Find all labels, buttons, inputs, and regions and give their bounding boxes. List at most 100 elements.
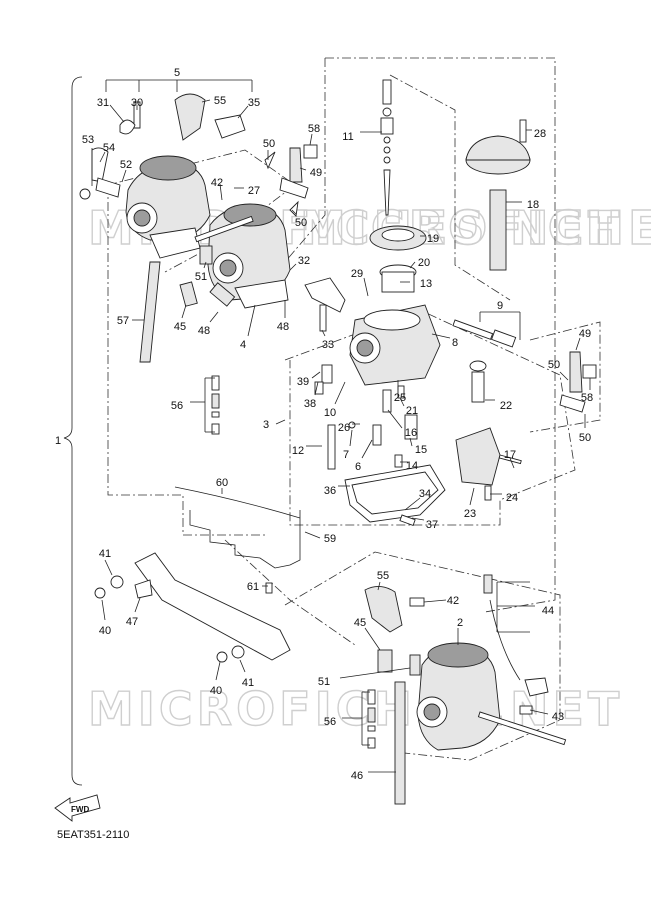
callout-number: 45: [174, 321, 186, 333]
callout-number: 49: [579, 328, 591, 340]
callout-number: 61: [247, 581, 259, 593]
spring: [199, 245, 213, 265]
carburetor-body-middle: [304, 277, 517, 386]
callout-number: 38: [304, 398, 316, 410]
vent-hose: [139, 261, 161, 363]
callout-number: 1: [55, 435, 61, 447]
emulsion-tube: [382, 389, 392, 413]
leader-line: [101, 599, 106, 621]
throttle-screw: [452, 319, 494, 340]
watermark-text: MICROFICHES.NET: [300, 201, 651, 255]
leader-line: [409, 261, 416, 269]
diagram-code: 5EAT351-2110: [57, 829, 129, 841]
leader-line: [239, 659, 246, 673]
callout-number: 56: [171, 400, 183, 412]
jet-holder: [321, 364, 333, 384]
leader-line: [134, 597, 141, 613]
leader-line: [339, 667, 411, 679]
callout-number: 2: [457, 617, 463, 629]
leader-line: [209, 311, 219, 323]
funnel-part: [174, 93, 206, 141]
callout-number: 48: [198, 325, 210, 337]
leader-line: [404, 497, 421, 511]
callout-number: 39: [297, 376, 309, 388]
callout-number: 11: [342, 131, 353, 143]
callout-number: 23: [464, 508, 476, 520]
screw: [519, 705, 533, 715]
carburetor-float-chamber: [234, 279, 289, 309]
o-ring: [289, 200, 299, 217]
leader-line: [201, 99, 211, 103]
callout-number: 12: [292, 445, 304, 457]
leader-line: [203, 261, 207, 269]
callout-number: 42: [211, 177, 223, 189]
carburetor-top-opening: [363, 309, 421, 331]
callout-number: 34: [419, 488, 431, 500]
cap: [469, 360, 487, 372]
leader-line: [304, 531, 321, 539]
callout-number: 7: [343, 449, 349, 461]
leader-line: [411, 517, 425, 521]
callout-number: 15: [415, 444, 427, 456]
leader-line: [361, 439, 373, 459]
callout-number: 30: [131, 97, 143, 109]
washer: [367, 725, 376, 732]
boundary-line: [107, 185, 265, 536]
screw-set-lower: [367, 689, 376, 749]
pilot-jet: [372, 424, 382, 446]
hose-sleeve: [179, 281, 198, 307]
watermark-layer: MICROFICHES.NET MICROFICHES.NET MICROFIC…: [87, 200, 651, 736]
callout-number: 18: [527, 199, 539, 211]
spring-short: [380, 117, 394, 135]
float: [455, 427, 501, 486]
callout-number: 59: [324, 533, 336, 545]
callout-number: 22: [500, 400, 512, 412]
screw: [367, 689, 376, 705]
jet-needle-stack: [380, 79, 394, 216]
callout-number: 60: [216, 477, 228, 489]
callout-number: 50: [579, 432, 591, 444]
needle-top: [382, 79, 392, 105]
callout-number: 8: [452, 337, 458, 349]
assembly-bracket: [63, 76, 83, 786]
leader-line: [377, 581, 381, 591]
carburetor-assembly-rear: [364, 574, 567, 805]
callout-number: 6: [355, 461, 361, 473]
callout-number: 55: [377, 570, 389, 582]
callout-number: 41: [99, 548, 111, 560]
boundary-line: [224, 539, 356, 646]
leader-line: [399, 397, 405, 407]
callout-number: 49: [310, 167, 322, 179]
leader-line: [104, 559, 113, 576]
fwd-label: FWD: [71, 805, 89, 814]
leader-line: [299, 167, 307, 171]
bracket-plate: [214, 114, 246, 139]
throttle-stop-screw: [133, 101, 141, 129]
forward-arrow: FWD: [54, 794, 101, 822]
leader-line: [309, 133, 313, 146]
leader-line: [275, 419, 286, 425]
main-jet: [404, 414, 418, 440]
leader-line: [311, 371, 321, 379]
float-valve: [394, 454, 403, 468]
callout-number: 45: [354, 617, 366, 629]
callout-number: 27: [248, 185, 260, 197]
carburetor-top-cap: [139, 155, 197, 181]
throttle-cable: [174, 486, 301, 519]
callout-number: 24: [506, 492, 518, 504]
callout-number: 35: [248, 97, 260, 109]
callout-number: 28: [534, 128, 546, 140]
diaphragm-parts: [369, 119, 531, 293]
leader-line: [364, 627, 381, 651]
leader-line: [409, 437, 413, 447]
callout-number: 55: [214, 95, 226, 107]
o-ring: [264, 151, 276, 170]
leader-line: [247, 304, 256, 337]
spring: [367, 707, 376, 723]
float-valve-seat: [471, 371, 485, 403]
boundary-line: [284, 551, 561, 761]
callout-number: 40: [99, 625, 111, 637]
callout-number: 58: [308, 123, 320, 135]
small-bolt: [265, 582, 273, 594]
diaphragm-inner: [381, 228, 415, 242]
